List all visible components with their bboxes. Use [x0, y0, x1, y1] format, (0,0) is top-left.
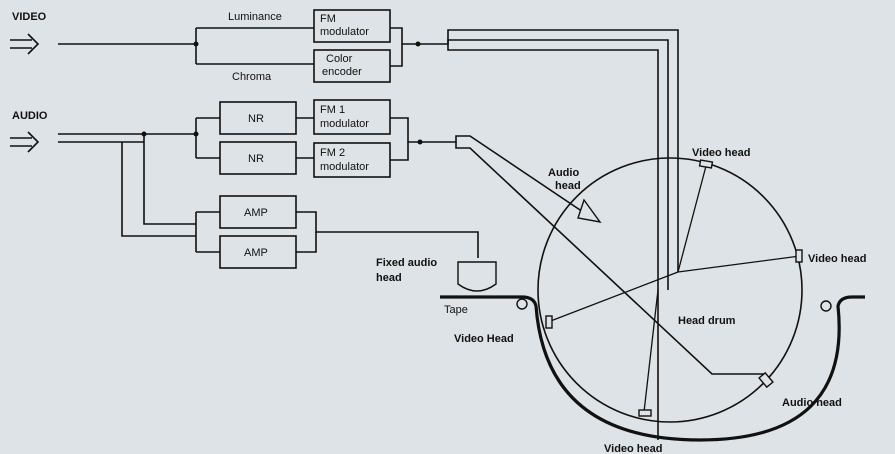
tape-guide-roller-right: [820, 300, 832, 312]
audio-head-bottom-label: Audio head: [782, 397, 842, 409]
svg-text:modulator: modulator: [320, 161, 369, 173]
color-encoder-block: Color encoder: [313, 49, 391, 83]
svg-text:modulator: modulator: [320, 118, 369, 130]
head-drum-label: Head drum: [678, 315, 736, 327]
head-drum-circle: [537, 157, 803, 423]
amp1-block: AMP: [219, 195, 297, 229]
tape-label: Tape: [444, 304, 468, 316]
audio-head-feed-lines: [420, 135, 764, 375]
svg-text:FM: FM: [320, 13, 336, 25]
fm2-modulator-block: FM 2 modulator: [313, 142, 391, 178]
video-input-label: VIDEO: [12, 11, 47, 23]
video-junction-dot: [193, 41, 199, 47]
luminance-label: Luminance: [228, 11, 282, 23]
svg-text:FM 1: FM 1: [320, 104, 345, 116]
video-input-arrow: [10, 33, 40, 55]
svg-text:NR: NR: [248, 153, 264, 165]
nr2-block: NR: [219, 141, 297, 175]
audio-junction-dot: [141, 131, 147, 137]
fixed-audio-head: [457, 261, 497, 292]
fixed-audio-head-label: Fixed audio: [376, 257, 437, 269]
svg-text:FM 2: FM 2: [320, 147, 345, 159]
svg-text:modulator: modulator: [320, 26, 369, 38]
svg-text:AMP: AMP: [244, 207, 268, 219]
svg-text:encoder: encoder: [322, 66, 362, 78]
nr1-block: NR: [219, 101, 297, 135]
svg-text:Color: Color: [326, 53, 353, 65]
audio-input-arrow: [10, 131, 40, 153]
video-head-right-label: Video head: [808, 253, 866, 265]
nr-split-dot: [193, 131, 199, 137]
video-head-left-label: Video Head: [454, 333, 514, 345]
amp2-block: AMP: [219, 235, 297, 269]
drum-spokes: [547, 165, 801, 413]
audio-head-top-label: Audio: [548, 167, 579, 179]
fm-modulator-block: FM modulator: [313, 9, 391, 43]
video-signal-lines: [58, 27, 418, 67]
tape-guide-roller-left: [516, 298, 528, 310]
audio-input-label: AUDIO: [12, 110, 48, 122]
audio-signal-lines: [58, 117, 479, 258]
drum-head-marks: [545, 159, 803, 417]
svg-text:AMP: AMP: [244, 247, 268, 259]
audio-head-top-label-2: head: [555, 180, 581, 192]
svg-text:NR: NR: [248, 113, 264, 125]
video-head-top-label: Video head: [692, 147, 750, 159]
fixed-audio-head-label-2: head: [376, 272, 402, 284]
fm1-modulator-block: FM 1 modulator: [313, 99, 391, 135]
video-head-feed-lines: [418, 29, 679, 440]
video-head-bottom-label: Video head: [604, 443, 662, 454]
chroma-label: Chroma: [232, 71, 272, 83]
tape-path: [440, 295, 865, 442]
